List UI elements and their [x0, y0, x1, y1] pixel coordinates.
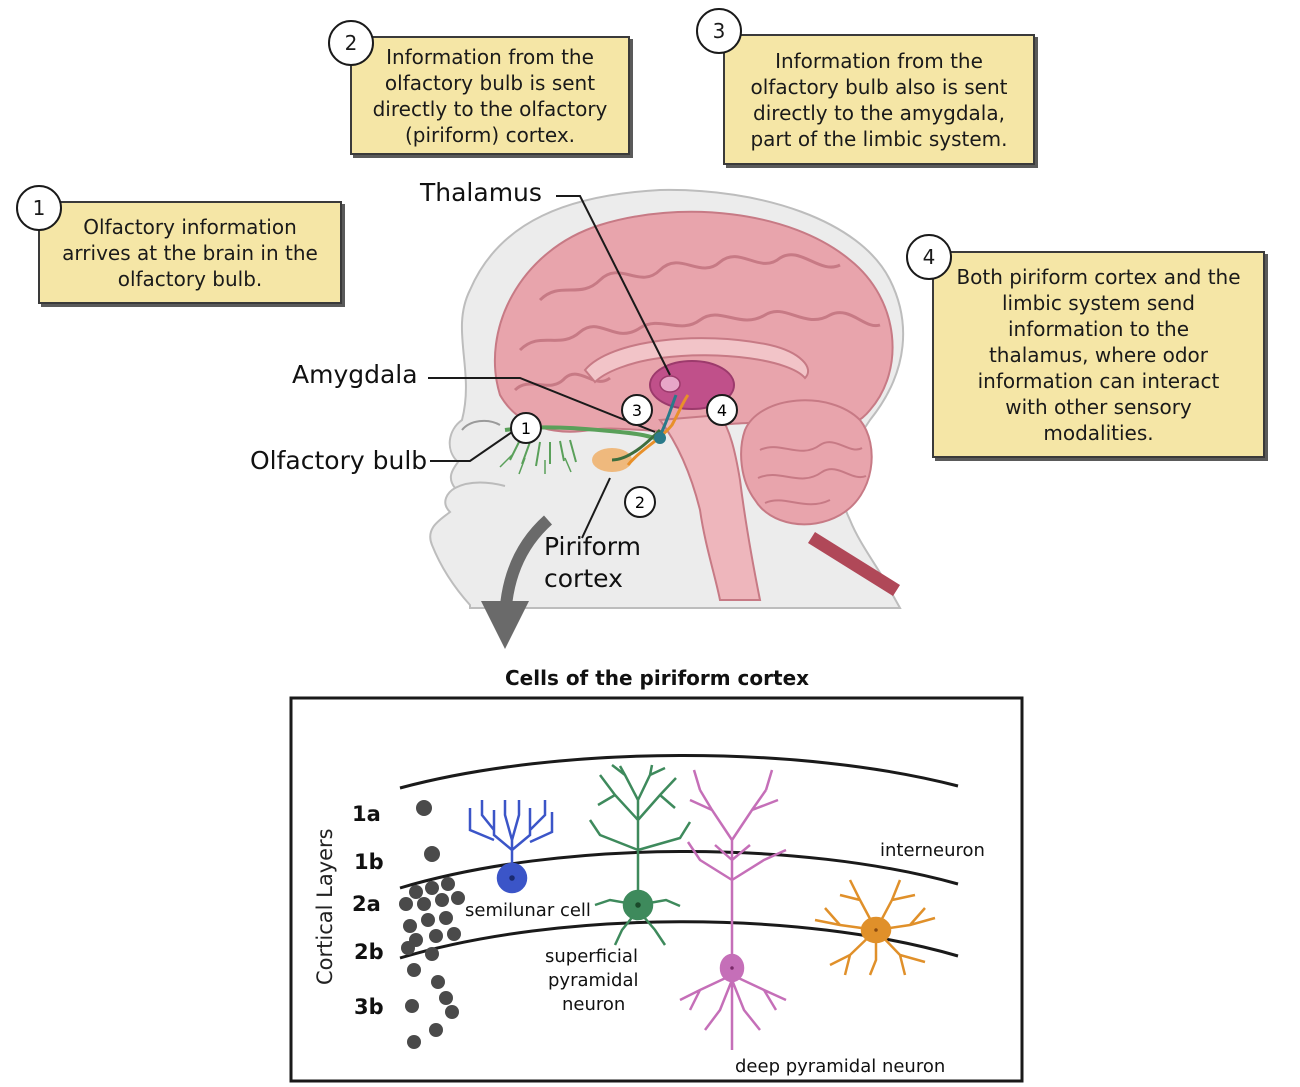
- thalamus-label: Thalamus: [420, 178, 542, 207]
- step-2-line: Information from the: [386, 44, 594, 69]
- piriform-cortex-label-line1: Piriform: [544, 532, 641, 561]
- amygdala-label: Amygdala: [292, 360, 418, 389]
- step-2-box: Information from the olfactory bulb is s…: [350, 36, 630, 155]
- cell-nuclei: [399, 800, 465, 1049]
- semilunar-cell: [468, 800, 554, 894]
- step-3-number: 3: [696, 8, 742, 54]
- superficial-pyramidal-label-line1: superficial: [545, 946, 638, 967]
- pathway-marker-1: 1: [521, 419, 531, 438]
- panel-title: Cells of the piriform cortex: [505, 666, 810, 690]
- step-3-line: part of the limbic system.: [750, 126, 1008, 151]
- layer-label-1a: 1a: [352, 802, 381, 826]
- step-4-line: information can interact: [977, 368, 1220, 393]
- step-2-line: (piriform) cortex.: [404, 122, 576, 147]
- piriform-cortex-label-line2: cortex: [544, 564, 623, 593]
- step-1-box: Olfactory information arrives at the bra…: [38, 201, 342, 304]
- pathway-markers: 1 3 4 2: [510, 394, 738, 518]
- superficial-pyramidal-label-line2: pyramidal: [548, 970, 639, 991]
- interneuron-label: interneuron: [880, 840, 985, 861]
- step-4-line: with other sensory: [1005, 394, 1192, 419]
- zoom-arrow: [481, 515, 553, 649]
- layer-boundaries: [399, 754, 959, 960]
- step-1-line: olfactory bulb.: [117, 266, 263, 291]
- pathway-marker-3: 3: [632, 401, 642, 420]
- step-4-line: thalamus, where odor: [988, 342, 1209, 367]
- olfactory-bulb-label: Olfactory bulb: [250, 446, 428, 475]
- step-4-line: Both piriform cortex and the: [956, 264, 1241, 289]
- label-leaders: [428, 195, 671, 539]
- step-2-line: directly to the olfactory: [372, 96, 608, 121]
- deep-pyramidal-label: deep pyramidal neuron: [735, 1056, 946, 1077]
- cortical-layers-axis-title: Cortical Layers: [313, 828, 337, 985]
- step-3-line: directly to the amygdala,: [753, 100, 1005, 125]
- step-4-line: modalities.: [1043, 420, 1154, 445]
- step-3-box: Information from the olfactory bulb also…: [723, 34, 1035, 165]
- layer-label-1b: 1b: [354, 850, 384, 874]
- pathway-marker-2: 2: [635, 493, 645, 512]
- step-1-line: Olfactory information: [83, 214, 297, 239]
- superficial-pyramidal-label-line3: neuron: [562, 994, 626, 1015]
- semilunar-cell-label: semilunar cell: [465, 900, 591, 921]
- step-4-number: 4: [906, 234, 952, 280]
- step-4-line: limbic system send: [1002, 290, 1195, 315]
- step-1-number: 1: [16, 185, 62, 231]
- layer-label-2a: 2a: [352, 892, 381, 916]
- deep-pyramidal-neuron: [679, 769, 787, 1050]
- step-1-line: arrives at the brain in the: [62, 240, 318, 265]
- step-4-box: Both piriform cortex and the limbic syst…: [932, 251, 1265, 458]
- pathway-marker-4: 4: [717, 401, 727, 420]
- step-3-line: olfactory bulb also is sent: [750, 74, 1008, 99]
- step-3-line: Information from the: [775, 48, 983, 73]
- layer-label-2b: 2b: [354, 940, 384, 964]
- step-2-number: 2: [328, 20, 374, 66]
- interneuron-cell: [814, 879, 936, 976]
- layer-label-3b: 3b: [354, 995, 384, 1019]
- step-2-line: olfactory bulb is sent: [384, 70, 596, 95]
- superficial-pyramidal-neuron: [588, 764, 692, 946]
- step-4-line: information to the: [1007, 316, 1190, 341]
